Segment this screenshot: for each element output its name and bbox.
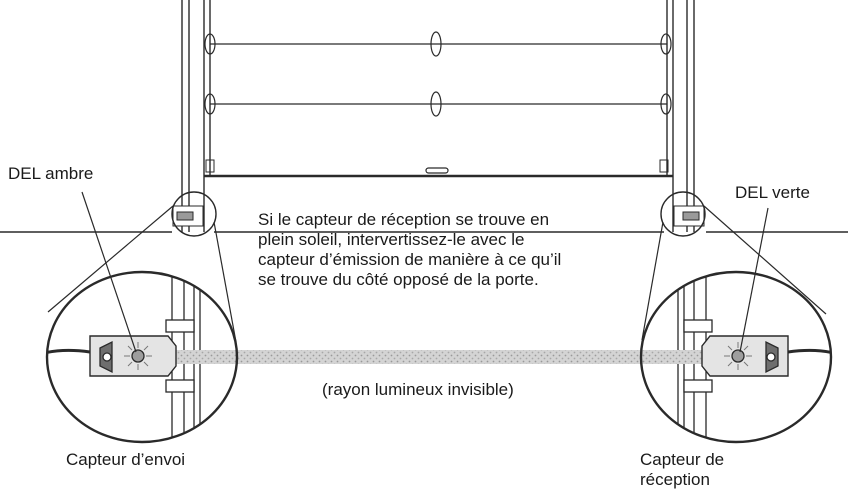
note-line: capteur d’émission de manière à ce qu’il [258, 250, 562, 269]
receiving-sensor-label-line2: réception [640, 470, 710, 489]
beam-label: (rayon lumineux invisible) [322, 380, 514, 399]
right-door-track [666, 0, 695, 232]
small-sensor-left [172, 205, 204, 227]
zoom-lines [47, 205, 827, 343]
left-door-track [181, 0, 211, 232]
sun-warning-note: Si le capteur de réception se trouve en … [258, 210, 638, 290]
green-led-label: DEL verte [735, 183, 810, 202]
amber-led-label: DEL ambre [8, 164, 94, 183]
zoom-source-left [171, 191, 217, 237]
magnified-left [45, 270, 239, 444]
amber-led-leader [81, 191, 137, 353]
small-sensor-right [673, 205, 705, 227]
wing-nut-icon [99, 340, 113, 374]
green-led-icon [731, 349, 745, 363]
zoom-source-right [660, 191, 706, 237]
sending-sensor-label: Capteur d’envoi [66, 450, 186, 469]
magnified-right [639, 270, 833, 444]
garage-door [204, 31, 673, 178]
note-line: Si le capteur de réception se trouve en [258, 210, 550, 229]
receiving-sensor-label-line1: Capteur de [640, 450, 725, 469]
wing-nut-icon [765, 340, 779, 374]
light-beam [170, 350, 710, 364]
note-line: plein soleil, intervertissez-le avec le [258, 230, 525, 249]
green-led-leader [739, 207, 769, 353]
amber-led-icon [131, 349, 145, 363]
note-line: se trouve du côté opposé de la porte. [258, 270, 539, 289]
